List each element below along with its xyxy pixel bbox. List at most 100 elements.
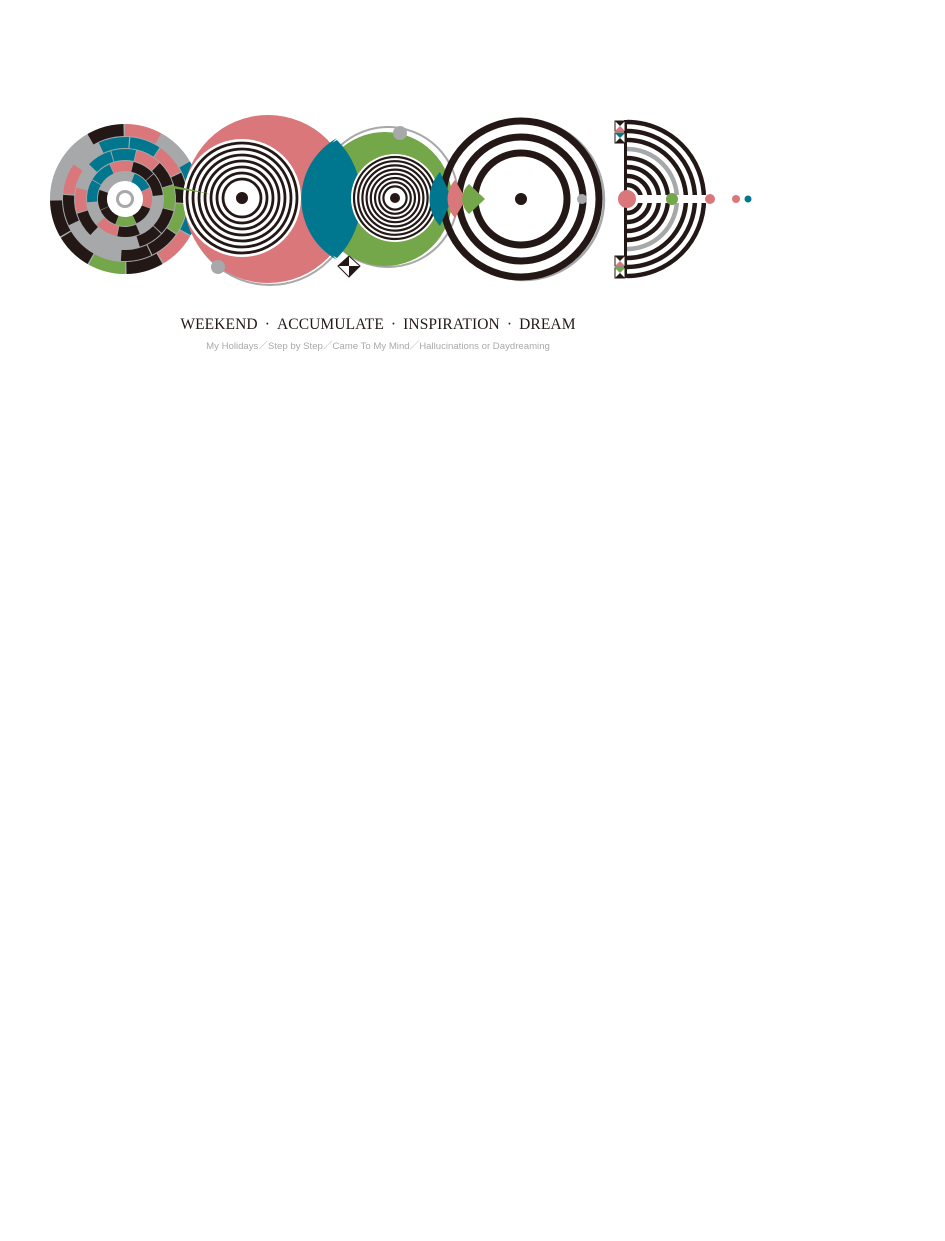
wheel-segment [131, 161, 154, 181]
wheel-segment [69, 221, 96, 250]
trail-dot [705, 194, 715, 204]
target-bullseye [390, 193, 400, 203]
wheel-segment [157, 230, 190, 264]
pink-target-circle [170, 115, 354, 286]
target-ring [378, 181, 412, 215]
teal-wedge [429, 172, 452, 226]
wheel-segment [162, 185, 175, 211]
wheel-segment [60, 231, 94, 264]
wheel-segment [115, 215, 136, 226]
diamond-icon-fill [349, 266, 360, 277]
target-ring [203, 159, 281, 237]
wheel-segment [147, 228, 176, 255]
target-ring [185, 141, 299, 255]
target-ring [373, 176, 417, 220]
segmented-wheel-circle [50, 124, 200, 274]
circle-graphic [50, 115, 752, 286]
wheel-segment [136, 226, 161, 247]
subtitle-phrase: My Holidays [206, 341, 259, 352]
wheel-segment [77, 210, 98, 235]
headline-word: WEEKEND [180, 316, 258, 333]
wheel-segment [99, 174, 118, 193]
orbit-dot [211, 260, 225, 274]
hourglass-icon-top [615, 121, 625, 126]
wheel-segment [89, 151, 114, 172]
headline-separator: · [506, 316, 513, 333]
subtitle-separator: ／ [409, 341, 420, 352]
bw-side-dot [577, 194, 587, 204]
hourglass-icon-top [615, 133, 625, 138]
subtitle-phrase: Step by Step [267, 341, 323, 352]
hourglass-icon-top [615, 268, 625, 273]
target-ring [191, 147, 293, 249]
bw-center-dot [515, 193, 527, 205]
pointer-line [170, 185, 212, 194]
wheel-segment [154, 148, 181, 177]
target-ring [215, 171, 269, 225]
trail-dot [744, 195, 752, 203]
headline-separator: · [390, 316, 397, 333]
wheel-segment [75, 187, 88, 213]
black-ring-circle [429, 117, 606, 282]
diamond-icon-fill [338, 256, 349, 266]
wheel-segment [90, 241, 121, 261]
target-ring [221, 177, 263, 219]
target-bullseye [236, 192, 248, 204]
hourglass-icon-bottom [615, 138, 625, 143]
hourglass-icon-bottom [615, 126, 625, 131]
target-ring [197, 153, 287, 243]
target-ring [369, 172, 421, 224]
wheel-segment [76, 165, 97, 190]
wheel-segment [50, 162, 70, 199]
wheel-segment [110, 161, 133, 174]
wheel-segment [156, 134, 190, 167]
wheel-segment [60, 134, 93, 168]
orbit-dot [393, 126, 407, 140]
headline-word: DREAM [519, 316, 576, 333]
wheel-segment [50, 200, 71, 237]
wheel-segment [91, 227, 116, 248]
wheel-segment [153, 208, 174, 233]
wheel-segment [114, 172, 135, 183]
wheel-segment [63, 194, 79, 226]
wheel-segment [88, 254, 125, 274]
half-ring-circle [614, 119, 711, 279]
wheel-segment [92, 164, 114, 185]
trailing-dots [705, 194, 752, 204]
wheel-segment [125, 124, 162, 144]
wheel-segment [74, 143, 103, 170]
wheel-core-dot [119, 193, 131, 205]
wheel-segment [120, 245, 152, 261]
hourglass-icon-bottom [615, 261, 625, 266]
wheel-segment [96, 217, 119, 237]
wheel-segment [113, 236, 139, 249]
wheel-segment [149, 195, 163, 218]
wheel-segment [131, 173, 150, 192]
target-ring [382, 185, 408, 211]
subtitle-separator: ／ [322, 341, 333, 352]
green-wedge [462, 184, 485, 214]
wheel-segment [87, 202, 104, 224]
wheel-segment [117, 224, 140, 238]
target-ring [209, 165, 275, 231]
trail-dot [732, 195, 740, 203]
wheel-segment [141, 188, 152, 209]
wheel-segment [167, 203, 187, 234]
wheel-segment [146, 174, 163, 196]
subtitle-separator: ／ [258, 341, 268, 352]
wheel-segment [111, 149, 137, 162]
hourglass-icon-bottom [615, 273, 625, 278]
pink-dot [618, 190, 636, 208]
wheel-segment [87, 124, 124, 145]
wheel-segment [100, 206, 119, 225]
wheel-segment [132, 205, 151, 224]
headline-word: ACCUMULATE [276, 316, 384, 333]
headline-word: INSPIRATION [403, 316, 500, 333]
wheel-segment [63, 164, 83, 195]
target-ring [361, 164, 429, 232]
green-target-circle [301, 126, 459, 278]
green-dot [666, 193, 678, 205]
hourglass-icon-top [615, 256, 625, 261]
wheel-segment [152, 163, 173, 188]
wheel-segment [126, 253, 163, 274]
